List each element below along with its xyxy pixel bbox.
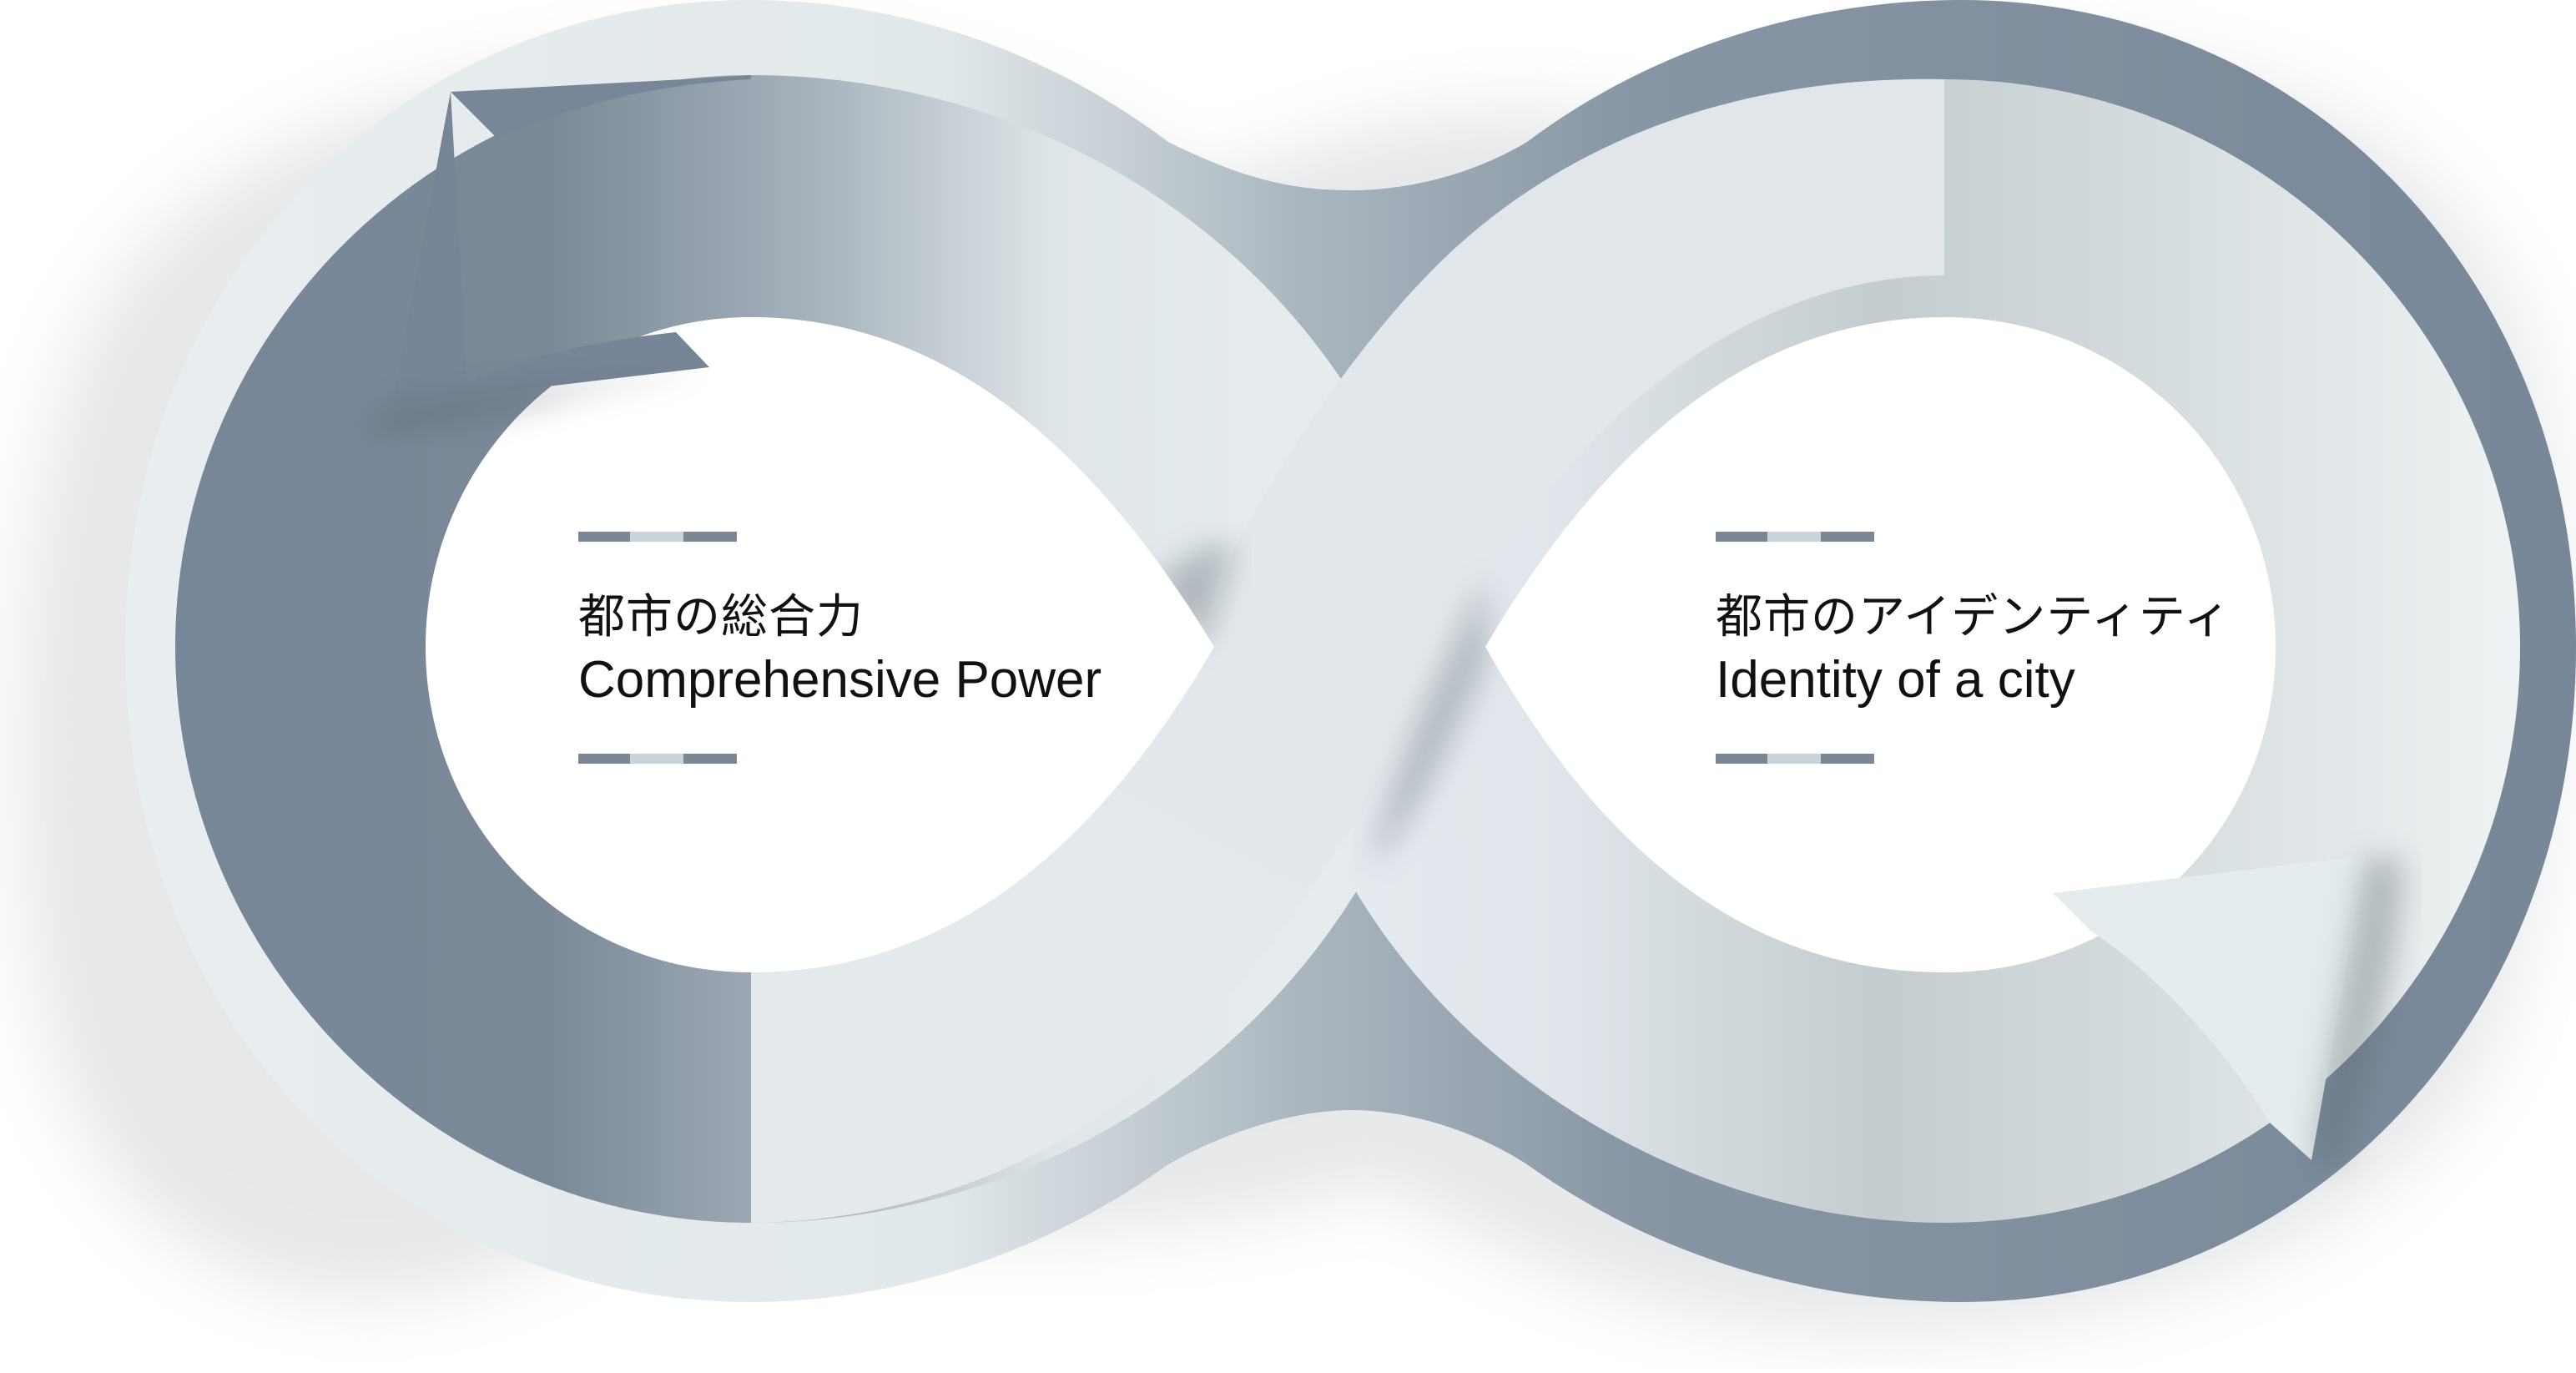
divider-segment	[683, 532, 737, 542]
divider-segment	[1767, 532, 1821, 542]
crossing-shadow-lower	[1369, 576, 1485, 868]
right-arrow-tip	[2053, 856, 2366, 1160]
left-bottom-divider	[578, 754, 737, 764]
right-bottom-divider	[1716, 754, 1874, 764]
divider-segment	[1716, 532, 1767, 542]
right-top-divider	[1716, 532, 1874, 542]
crossing-shadow-upper	[1152, 543, 1235, 651]
left-arrow-tip	[392, 92, 709, 405]
divider-segment	[630, 532, 683, 542]
left-arrow-head	[451, 75, 751, 138]
left-node-title-jp: 都市の総合力	[578, 590, 864, 644]
divider-segment	[578, 754, 630, 764]
left-arrow-shadow	[359, 367, 709, 434]
right-node-title-en: Identity of a city	[1716, 651, 2075, 709]
divider-segment	[578, 532, 630, 542]
divider-segment	[1767, 754, 1821, 764]
left-node-title-en: Comprehensive Power	[578, 651, 1102, 709]
divider-segment	[630, 754, 683, 764]
crossing-ribbon	[751, 78, 1944, 1224]
divider-segment	[683, 754, 737, 764]
right-inner-hole	[1485, 317, 2276, 972]
left-top-divider	[578, 532, 737, 542]
divider-segment	[1716, 754, 1767, 764]
divider-segment	[1821, 754, 1874, 764]
right-arrow-shadow	[2311, 856, 2403, 1164]
left-inner-hole	[426, 317, 1214, 972]
divider-segment	[1821, 532, 1874, 542]
right-node-title-jp: 都市のアイデンティティ	[1716, 590, 2231, 644]
